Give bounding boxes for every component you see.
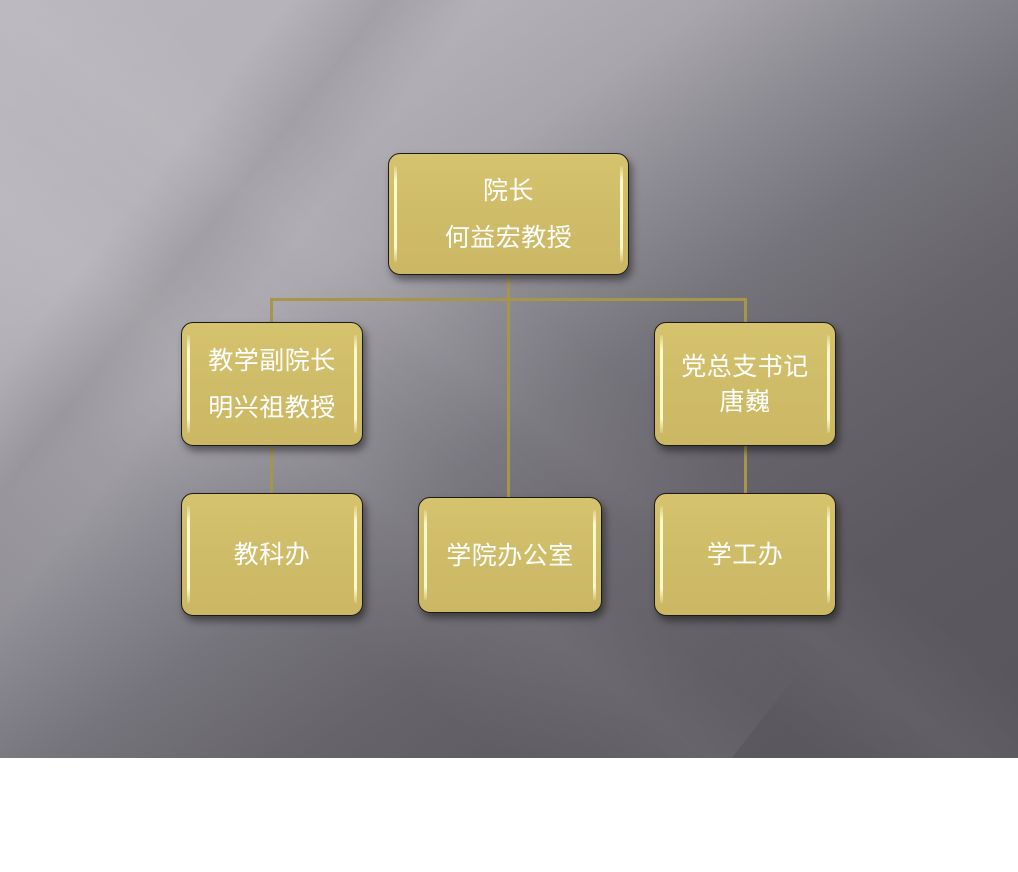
node-vice-dean[interactable]: 教学副院长 明兴祖教授 — [181, 322, 363, 446]
node-label: 学院办公室 — [446, 540, 574, 570]
connector-horizontal-bus — [270, 298, 747, 301]
node-academic-office[interactable]: 教科办 — [181, 493, 363, 616]
connector-vice-dean-to-academic-office — [270, 445, 273, 493]
node-dean[interactable]: 院长 何益宏教授 — [388, 153, 629, 275]
node-title: 教学副院长 — [208, 346, 336, 375]
node-party-secretary[interactable]: 党总支书记 唐巍 — [654, 322, 836, 446]
node-student-affairs-office[interactable]: 学工办 — [654, 493, 836, 616]
connector-dean-trunk — [507, 274, 510, 497]
node-person-name: 明兴祖教授 — [208, 393, 336, 422]
node-label: 教科办 — [233, 540, 311, 569]
node-person-name: 唐巍 — [719, 387, 771, 416]
connector-party-secretary-to-student-affairs — [744, 445, 747, 493]
node-label: 学工办 — [706, 540, 784, 569]
node-title: 院长 — [482, 176, 534, 205]
node-title: 党总支书记 — [681, 352, 809, 381]
node-college-office[interactable]: 学院办公室 — [418, 497, 602, 613]
connector-to-vice-dean — [270, 298, 273, 322]
connector-to-party-secretary — [744, 298, 747, 322]
node-person-name: 何益宏教授 — [444, 223, 573, 252]
